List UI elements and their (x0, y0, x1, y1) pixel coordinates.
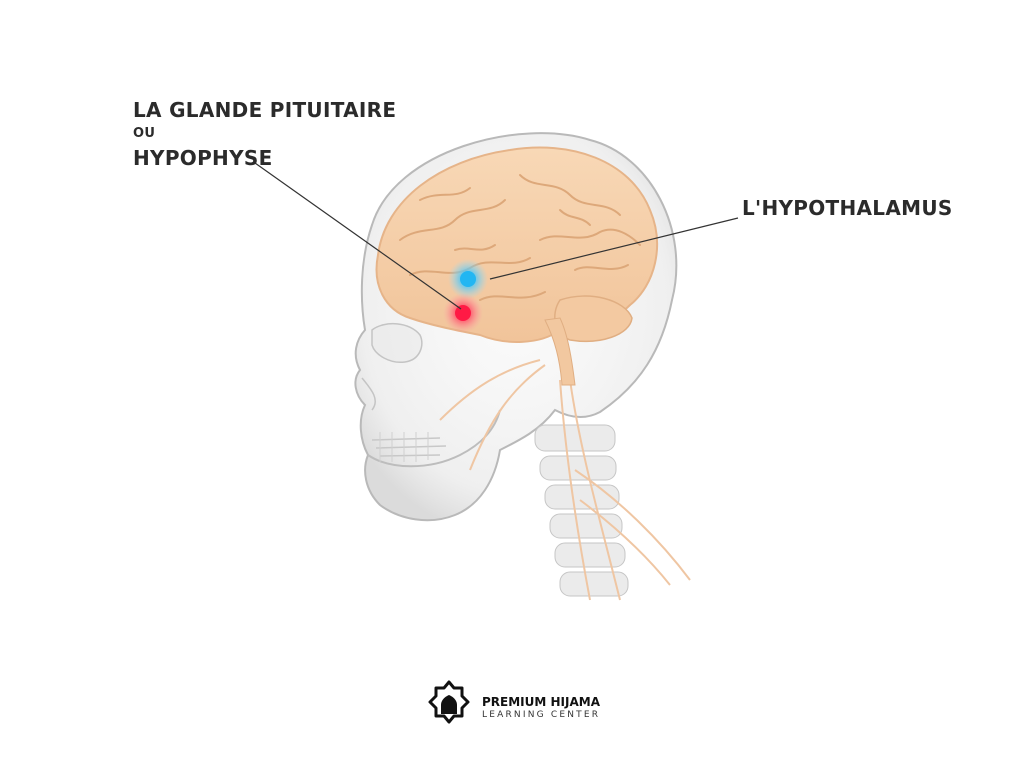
pituitary-label-or: OU (133, 126, 156, 141)
mosque-icon (428, 680, 470, 724)
cervical-spine (534, 424, 629, 597)
pituitary-label-line2: HYPOPHYSE (133, 146, 273, 170)
logo-title: PREMIUM HIJAMA (482, 695, 600, 709)
hypothalamus-marker (448, 259, 488, 299)
brain (375, 146, 658, 386)
logo-subtitle: LEARNING CENTER (482, 710, 601, 720)
nerves (439, 359, 691, 601)
pituitary-marker (443, 293, 483, 333)
hypothalamus-leader-line (489, 217, 739, 280)
pituitary-leader-line (254, 162, 462, 310)
brand-logo: PREMIUM HIJAMA LEARNING CENTER (424, 678, 614, 728)
pituitary-label-line1: LA GLANDE PITUITAIRE (133, 98, 397, 122)
hypothalamus-label: L'HYPOTHALAMUS (742, 196, 953, 220)
